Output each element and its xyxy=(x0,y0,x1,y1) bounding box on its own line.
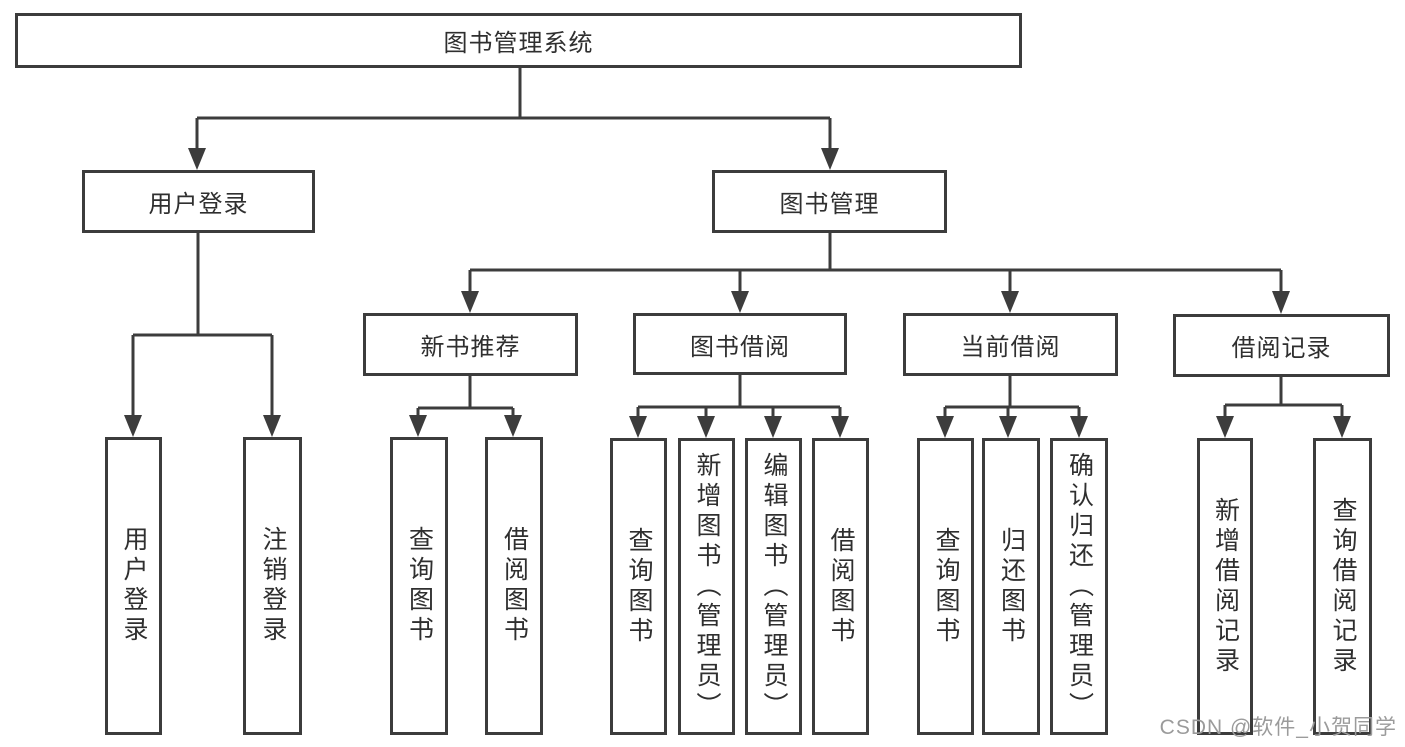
arrowhead xyxy=(409,415,427,437)
node-borrow-records: 借阅记录 xyxy=(1173,314,1390,377)
arrowhead xyxy=(124,415,142,437)
arrowhead xyxy=(629,416,647,438)
leaf-borrow-books-recommend: 借阅图书 xyxy=(485,437,543,735)
connector-borrow-records xyxy=(1223,377,1344,417)
connector-book-management xyxy=(468,233,1283,293)
node-book-management-system: 图书管理系统 xyxy=(15,13,1022,68)
arrowhead xyxy=(1272,291,1290,314)
arrowhead xyxy=(461,291,479,313)
node-book-management: 图书管理 xyxy=(712,170,947,233)
arrowhead xyxy=(263,415,281,437)
leaf-logout: 注销登录 xyxy=(243,437,302,735)
leaf-label: 借阅图书 xyxy=(500,526,529,646)
connector-lines xyxy=(131,68,1344,417)
connector-new-book-recommend xyxy=(416,376,515,417)
connector-current-borrow xyxy=(943,376,1081,417)
arrowhead xyxy=(1216,416,1234,438)
arrowhead xyxy=(1333,416,1351,438)
leaf-label: 查询图书 xyxy=(625,526,653,647)
leaf-label: 编辑图书（管理员） xyxy=(760,451,788,722)
leaf-label: 用户登录 xyxy=(120,526,148,646)
leaf-label: 查询图书 xyxy=(405,526,434,646)
arrowhead xyxy=(504,415,522,437)
leaf-confirm-return-admin: 确认归还（管理员） xyxy=(1050,438,1108,735)
leaf-label: 查询借阅记录 xyxy=(1329,496,1357,677)
node-current-borrow: 当前借阅 xyxy=(903,313,1118,376)
arrowhead xyxy=(821,148,839,170)
arrowhead xyxy=(697,416,715,438)
leaf-add-books-admin: 新增图书（管理员） xyxy=(678,438,735,735)
leaf-label: 注销登录 xyxy=(259,526,287,646)
leaf-borrow-books: 借阅图书 xyxy=(812,438,869,735)
leaf-edit-books-admin: 编辑图书（管理员） xyxy=(745,438,802,735)
leaf-label: 新增借阅记录 xyxy=(1211,496,1240,677)
leaf-query-books-recommend: 查询图书 xyxy=(390,437,448,735)
leaf-label: 确认归还（管理员） xyxy=(1065,451,1094,722)
arrowhead xyxy=(1001,291,1019,313)
arrowhead xyxy=(1070,416,1088,438)
leaf-query-books-current: 查询图书 xyxy=(917,438,974,735)
arrowhead xyxy=(999,416,1017,438)
leaf-user-login: 用户登录 xyxy=(105,437,162,735)
connector-user-login xyxy=(131,233,274,417)
arrowheads xyxy=(124,148,1351,438)
leaf-return-books: 归还图书 xyxy=(982,438,1040,735)
leaf-query-books-borrow: 查询图书 xyxy=(610,438,667,735)
arrowhead xyxy=(188,148,206,170)
watermark: CSDN @软件_小贺同学 xyxy=(1159,716,1397,739)
arrowhead xyxy=(936,416,954,438)
leaf-query-borrow-record: 查询借阅记录 xyxy=(1313,438,1372,735)
node-new-book-recommend: 新书推荐 xyxy=(363,313,578,376)
leaf-label: 借阅图书 xyxy=(827,526,855,647)
arrowhead xyxy=(831,416,849,438)
connector-root xyxy=(195,68,832,150)
arrowhead xyxy=(731,291,749,313)
leaf-add-borrow-record: 新增借阅记录 xyxy=(1197,438,1253,735)
leaf-label: 归还图书 xyxy=(997,526,1026,647)
arrowhead xyxy=(764,416,782,438)
node-user-login: 用户登录 xyxy=(82,170,315,233)
leaf-label: 查询图书 xyxy=(932,526,960,647)
leaf-label: 新增图书（管理员） xyxy=(693,451,721,722)
node-book-borrow: 图书借阅 xyxy=(633,313,847,375)
connector-book-borrow xyxy=(636,375,842,417)
